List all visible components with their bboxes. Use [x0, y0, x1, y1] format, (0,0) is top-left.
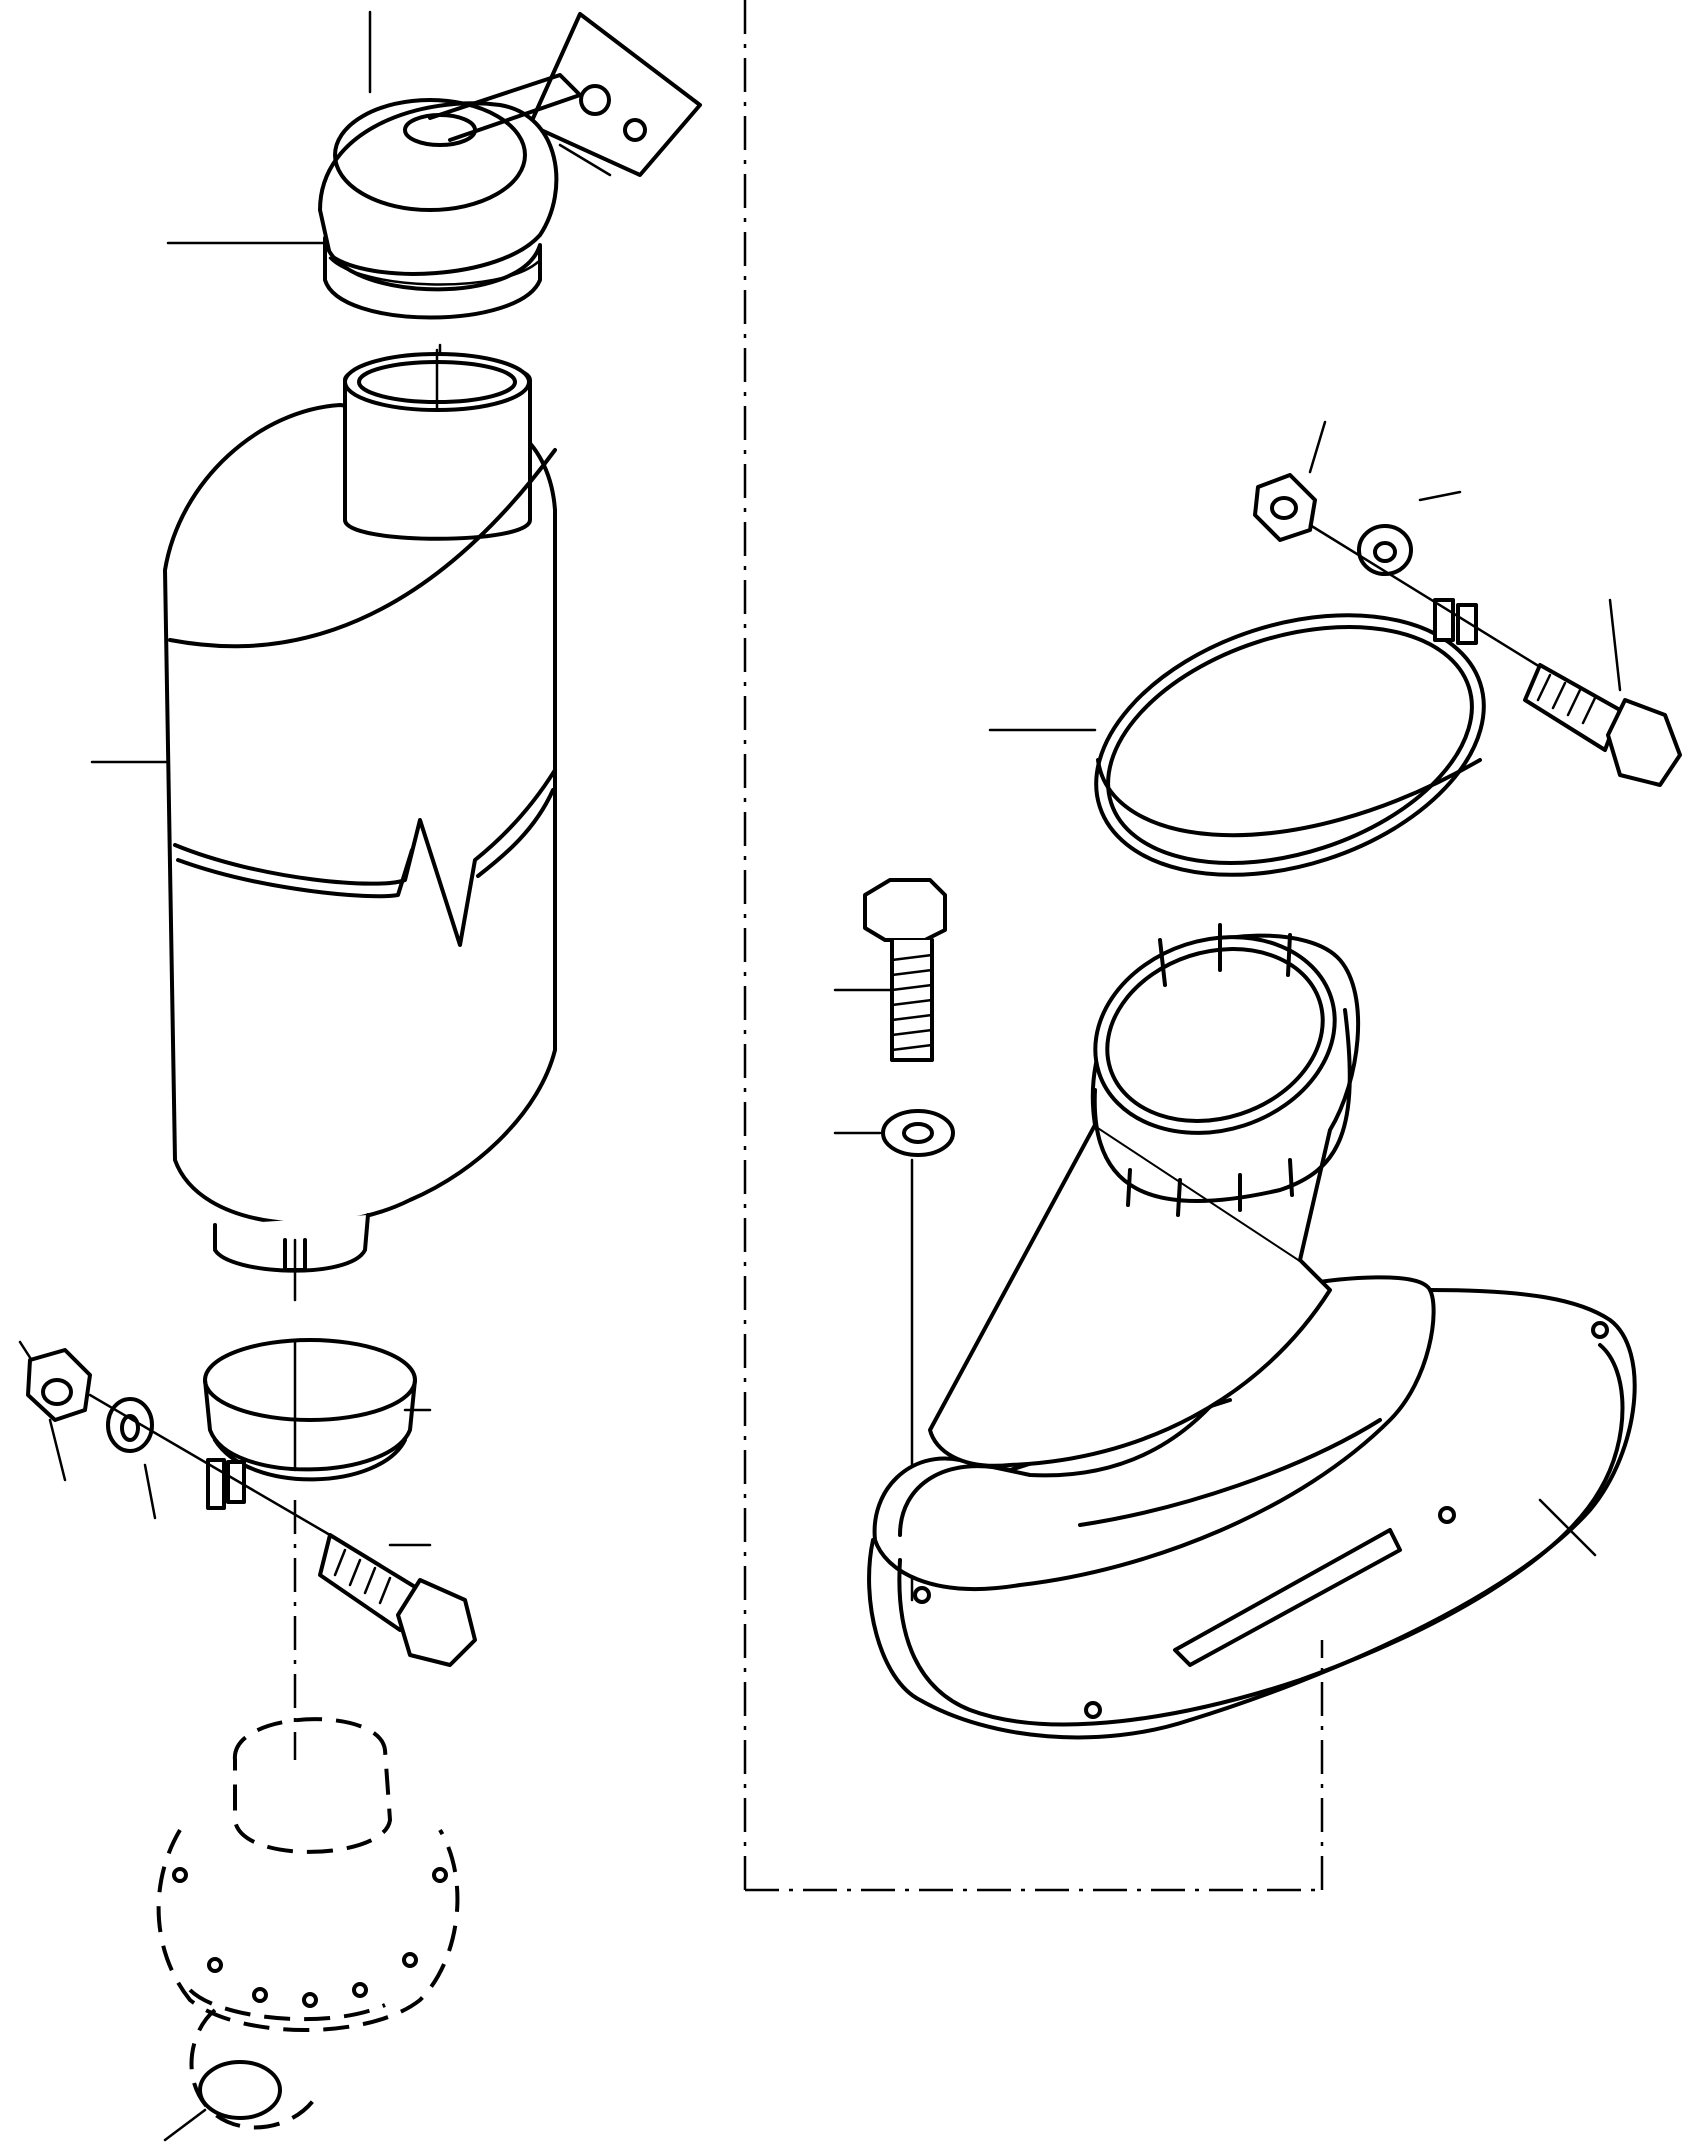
clamp-bolt-axis [88, 1393, 332, 1537]
mounting-washer [833, 1109, 955, 1157]
oval-band-clamp [988, 598, 1486, 877]
band-bolt [1523, 598, 1682, 787]
band-bolt-axis [1308, 523, 1547, 672]
clamp-nut [18, 1340, 92, 1482]
muffler-clamp [203, 1338, 432, 1510]
band-nut [1253, 420, 1327, 542]
muffler [90, 348, 557, 1302]
manifold-elbow [156, 1717, 460, 2142]
band-lock-washer [1357, 490, 1462, 576]
rain-cap [318, 10, 702, 276]
rain-cap-band [166, 236, 542, 320]
clamp-bolt [318, 1533, 477, 1667]
hood-adapter [867, 923, 1637, 1740]
divider-line [743, 0, 1324, 1892]
mounting-bolt [833, 878, 947, 1062]
clamp-lock-washer [106, 1397, 157, 1520]
